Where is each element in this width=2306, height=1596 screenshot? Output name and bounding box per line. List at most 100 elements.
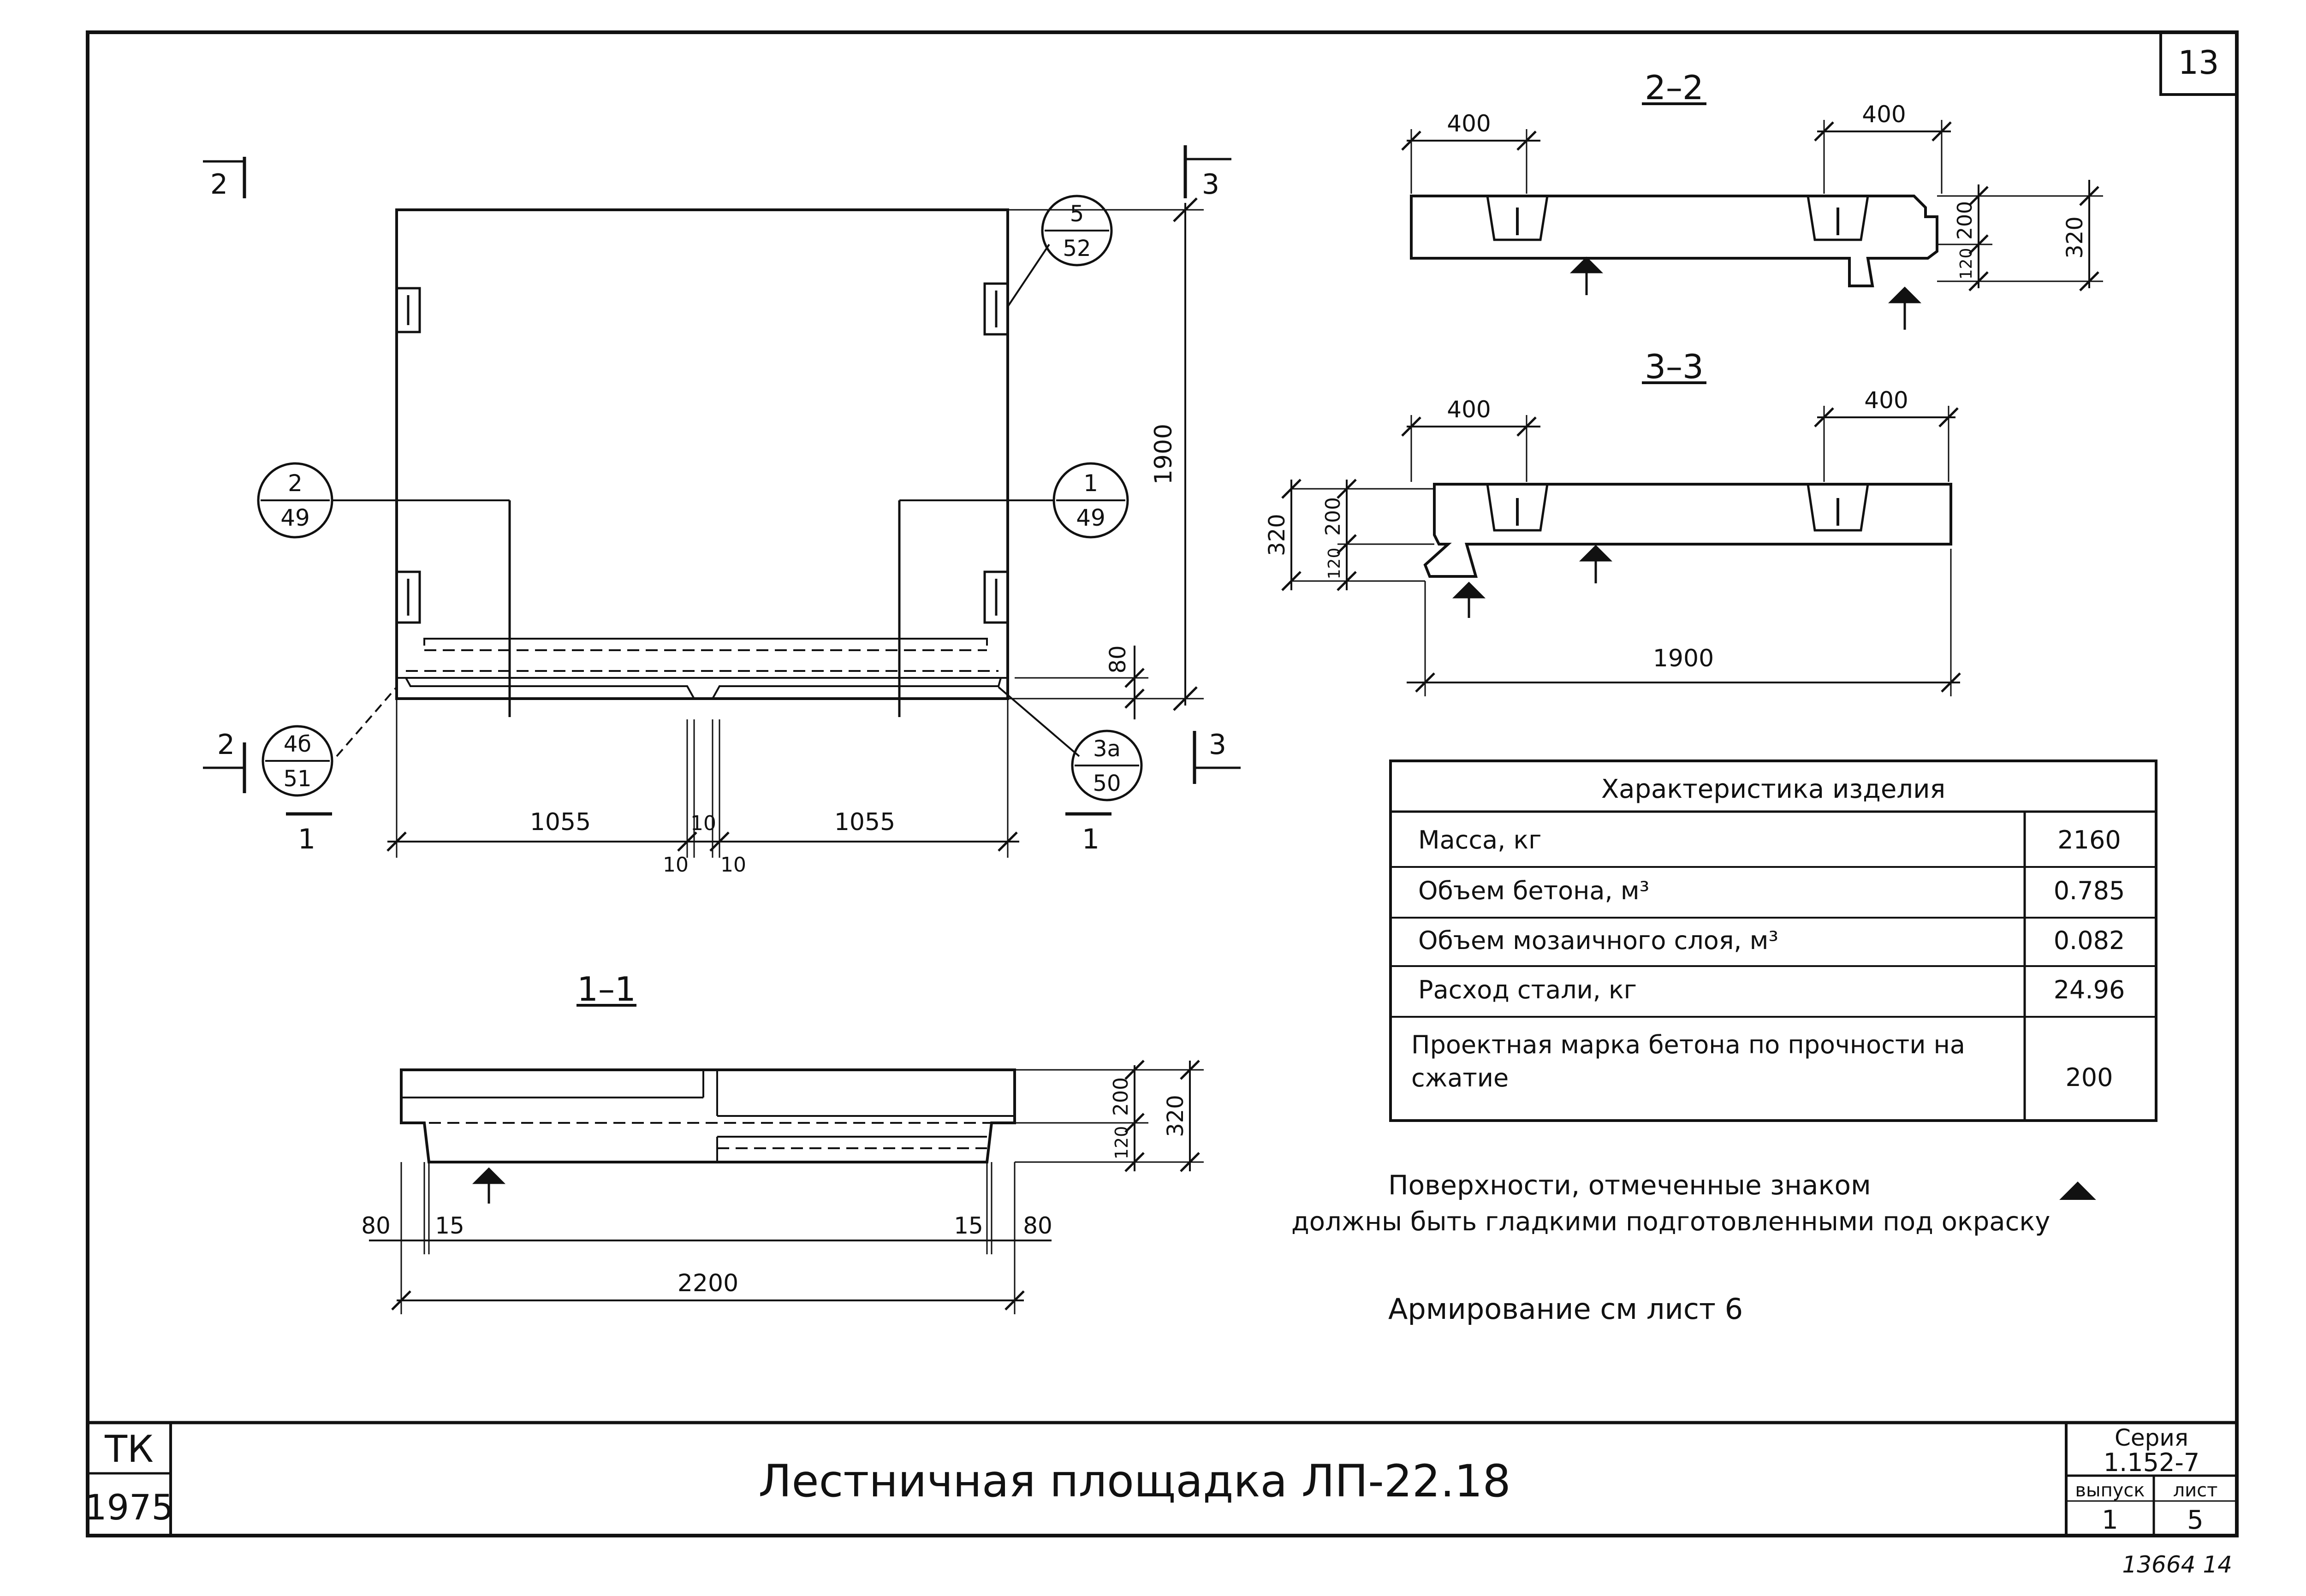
svg-text:5: 5 (1070, 201, 1084, 227)
dim-1055-right: 1055 (834, 808, 895, 836)
issue-number: 1 (2102, 1505, 2118, 1535)
leader-5-52 (1007, 243, 1050, 308)
svg-text:4б: 4б (284, 731, 311, 757)
row-mass-value: 2160 (2057, 825, 2121, 854)
plan-outline (395, 208, 1009, 700)
note-line-2: должны быть гладкими подготовленными под… (1291, 1207, 2050, 1237)
callout-4b-51: 4б 51 (262, 725, 333, 797)
sheet-number-box (2159, 31, 2238, 96)
row-mosaic-value: 0.082 (2054, 926, 2125, 955)
dim-10-small-right: 10 (720, 853, 746, 877)
svg-text:2: 2 (288, 470, 303, 497)
smooth-surface-marker-3-3-a (1579, 545, 1613, 583)
row-steel-name: Расход стали, кг (1418, 975, 1637, 1004)
archive-footnote: 13664 14 (2122, 1551, 2232, 1578)
sheet-number: 13 (2178, 44, 2219, 82)
section-1-1-label: 1–1 (577, 970, 636, 1009)
row-concrete-value: 0.785 (2054, 876, 2125, 905)
dim-200-text-2-2: 200 (1953, 201, 1977, 240)
dim-1900-text: 1900 (1150, 424, 1177, 485)
dim-200-text-3-3: 200 (1321, 497, 1345, 536)
row-grade-name: Проектная марка бетона по прочности на с… (1411, 1030, 1965, 1092)
svg-text:49: 49 (280, 504, 310, 531)
series-value: 1.152-7 (2104, 1448, 2199, 1477)
svg-text:50: 50 (1093, 771, 1121, 796)
dim-80-text: 80 (1105, 645, 1131, 673)
svg-text:49: 49 (1076, 504, 1105, 531)
dim-320-text-2-2: 320 (2062, 216, 2088, 259)
svg-text:51: 51 (283, 766, 311, 792)
note-line-3: Армирование см лист 6 (1388, 1292, 1743, 1326)
dim-15-left-text: 15 (435, 1212, 464, 1239)
svg-text:1: 1 (1083, 470, 1098, 497)
characteristics-table (1389, 759, 2157, 1122)
stamp-year: 1975 (84, 1487, 173, 1528)
smooth-surface-marker-2-2-a (1569, 256, 1604, 295)
leader-4b-51 (336, 686, 398, 757)
sheet-label: лист (2173, 1480, 2218, 1501)
section-mark-2-bottom: 2 (217, 729, 235, 761)
dim-320-text-1-1: 320 (1163, 1095, 1189, 1137)
plan-inner-ledge (423, 638, 988, 646)
embedded-part-right-bottom (983, 570, 1009, 624)
section-mark-1-right: 1 (1082, 823, 1100, 855)
sheet-value: 5 (2187, 1505, 2204, 1535)
dim-2200-text: 2200 (678, 1270, 738, 1297)
dim-1055-left: 1055 (530, 808, 591, 836)
drawing-title: Лестничная площадка ЛП-22.18 (758, 1455, 1510, 1507)
section-2-2-label: 2–2 (1645, 68, 1704, 107)
stamp-org: ТК (104, 1428, 154, 1471)
dim-80-right-text: 80 (1023, 1212, 1052, 1239)
table-header: Характеристика изделия (1601, 774, 1945, 804)
row-mosaic-name: Объем мозаичного слоя, м³ (1418, 926, 1778, 955)
callout-2-49: 2 49 (257, 462, 333, 539)
dim-120-text-3-3: 120 (1325, 548, 1344, 580)
dim-10-small-left: 10 (663, 853, 689, 877)
row-grade-value: 200 (2065, 1063, 2113, 1092)
dim-10-mid: 10 (690, 812, 716, 835)
leader-3a-50 (998, 686, 1080, 757)
row-steel-value: 24.96 (2054, 975, 2125, 1004)
dim-400-right-2-2: 400 (1862, 101, 1906, 128)
section-1-1 (369, 1004, 1204, 1314)
section-2-2 (1401, 102, 2103, 291)
embedded-part-right-top (983, 282, 1009, 336)
plan-tread-front (405, 677, 1002, 699)
plan-view (203, 145, 1241, 858)
section-3-3-outline (1423, 483, 1952, 578)
issue-label: выпуск (2075, 1480, 2145, 1501)
dim-200-text-1-1: 200 (1109, 1077, 1133, 1116)
dim-15-right-text: 15 (954, 1212, 983, 1239)
callout-3a-50: 3а 50 (1071, 730, 1143, 801)
callout-5-52: 5 52 (1041, 195, 1113, 267)
embedded-part-left-bottom (395, 570, 421, 624)
embedded-part-left-top (395, 287, 421, 333)
section-3-3-label: 3–3 (1645, 347, 1704, 386)
row-concrete-name: Объем бетона, м³ (1418, 876, 1649, 905)
series-label: Серия (2115, 1424, 2188, 1451)
smooth-surface-marker-1-1 (472, 1167, 506, 1204)
section-mark-3-bottom: 3 (1209, 729, 1226, 761)
title-block (88, 1421, 2237, 1536)
note-smooth-surface-symbol (2059, 1181, 2096, 1200)
smooth-surface-marker-3-3-b (1452, 581, 1486, 618)
sheet-border (86, 30, 2239, 1537)
dim-80-left-text: 80 (361, 1212, 391, 1239)
callout-1-49: 1 49 (1052, 462, 1129, 539)
dim-400-left-3-3: 400 (1447, 396, 1491, 423)
section-mark-2-top: 2 (210, 168, 228, 201)
smooth-surface-marker-2-2-b (1888, 286, 1922, 330)
dim-120-text-2-2: 120 (1957, 248, 1976, 280)
svg-text:52: 52 (1063, 236, 1091, 261)
dim-400-right-3-3: 400 (1864, 387, 1908, 414)
section-mark-3-top: 3 (1202, 168, 1219, 201)
row-mass-name: Масса, кг (1418, 825, 1541, 854)
dim-400-left-2-2: 400 (1447, 110, 1491, 137)
section-3-3 (1281, 381, 1961, 696)
dim-120-text-1-1: 120 (1111, 1126, 1132, 1160)
section-mark-1-left: 1 (298, 823, 315, 855)
svg-text:3а: 3а (1093, 736, 1121, 762)
section-2-2-outline (1410, 195, 1938, 287)
dim-1900-text-3-3: 1900 (1653, 645, 1714, 672)
